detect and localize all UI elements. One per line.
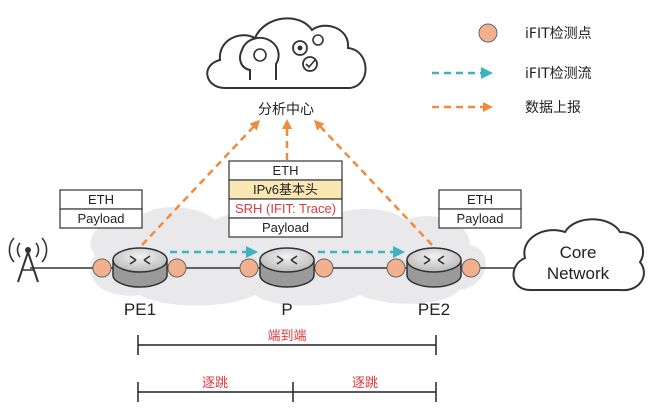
header-mid-srh: SRH (IFIT: Trace) (235, 201, 336, 216)
router-p-icon (259, 247, 315, 288)
header-left-eth: ETH (88, 192, 114, 207)
hop-label-2: 逐跳 (352, 376, 378, 391)
core-network-label-1: Core (560, 243, 597, 262)
legend-label-point: iFIT检测点 (525, 26, 592, 42)
router-pe1-icon (112, 247, 168, 288)
detect-point (167, 258, 187, 278)
end-to-end-bracket (137, 335, 437, 355)
hop-label-1: 逐跳 (202, 376, 228, 391)
analysis-center-label: 分析中心 (258, 102, 314, 118)
header-mid-payload: Payload (262, 220, 309, 235)
hop-by-hop-bracket (137, 382, 437, 402)
header-left-payload: Payload (78, 211, 125, 226)
header-right-eth: ETH (467, 192, 493, 207)
detect-point (92, 258, 112, 278)
header-mid-ipv6: IPv6基本头 (253, 182, 318, 197)
legend (432, 23, 498, 112)
node-label-pe2: PE2 (418, 300, 450, 319)
packet-header-right (438, 189, 522, 229)
header-mid-eth: ETH (273, 163, 299, 178)
router-pe2-icon (406, 247, 462, 288)
detect-point (314, 258, 334, 278)
detection-points (92, 258, 481, 278)
packet-header-middle (228, 160, 343, 238)
node-label-pe1: PE1 (124, 300, 156, 319)
legend-label-flow: iFIT检测流 (525, 66, 592, 82)
end-to-end-label: 端到端 (267, 329, 306, 344)
detect-point (461, 258, 481, 278)
detect-point (386, 258, 406, 278)
header-right-payload: Payload (457, 211, 504, 226)
legend-point-icon (478, 23, 498, 43)
detect-point (239, 258, 259, 278)
antenna-tower-icon (8, 237, 48, 283)
core-network-label-2: Network (547, 264, 610, 283)
node-label-p: P (281, 300, 292, 319)
analysis-center-icon (206, 17, 367, 89)
packet-header-left (59, 189, 143, 229)
report-arrows (141, 119, 433, 246)
legend-label-report: 数据上报 (525, 100, 581, 116)
core-network-cloud (512, 218, 645, 292)
